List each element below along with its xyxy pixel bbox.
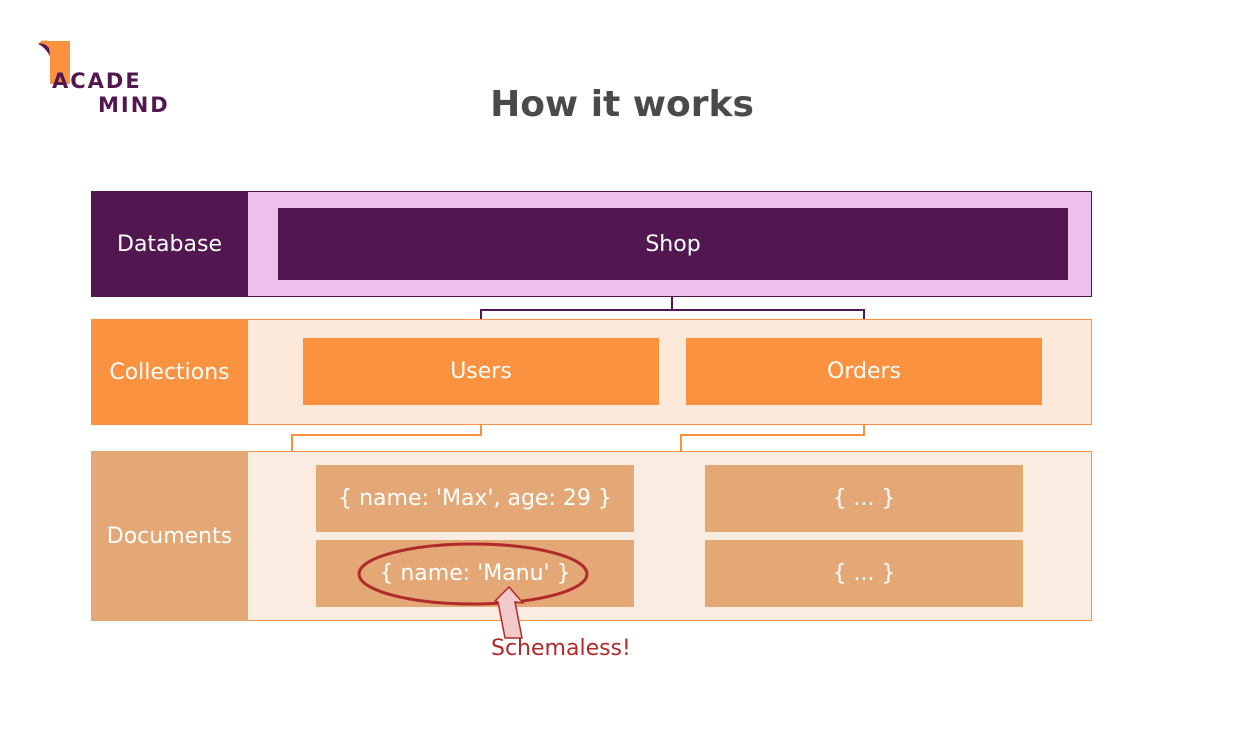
logo-line2: MIND — [98, 93, 170, 117]
user-document-max: { name: 'Max', age: 29 } — [316, 465, 634, 532]
highlight-ellipse — [357, 542, 589, 606]
documents-row-label: Documents — [91, 451, 248, 621]
order-document-2: { ... } — [705, 540, 1023, 607]
logo-line1: ACADE — [52, 69, 142, 93]
logo-flag-icon — [38, 40, 70, 84]
collections-row-label: Collections — [91, 319, 248, 425]
users-collection-box: Users — [303, 338, 659, 405]
database-row-label: Database — [91, 191, 248, 297]
schemaless-note: Schemaless! — [491, 636, 631, 661]
arrow-icon — [494, 586, 524, 639]
order-document-1: { ... } — [705, 465, 1023, 532]
orders-collection-box: Orders — [686, 338, 1042, 405]
academind-logo: ACADE MIND — [36, 38, 176, 118]
shop-database-box: Shop — [278, 208, 1068, 280]
user-document-manu: { name: 'Manu' } — [316, 540, 634, 607]
page-title: How it works — [490, 84, 754, 125]
